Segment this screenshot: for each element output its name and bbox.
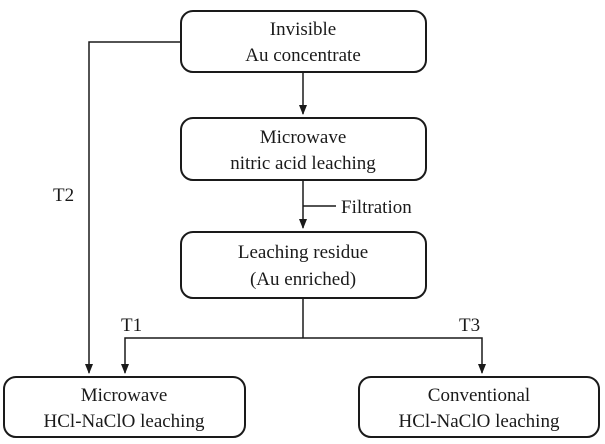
arrow-t2-path [85,41,181,374]
node-conventional-hcl-leaching: Conventional HCl-NaClO leaching [358,376,600,438]
label-t3: T3 [459,315,480,336]
arrow-t1-path [121,337,303,374]
node-nitric-leaching: Microwave nitric acid leaching [180,117,427,181]
node-residue-line1: Leaching residue [238,242,368,263]
node-conventional-line2: HCl-NaClO leaching [399,411,560,432]
node-concentrate-line2: Au concentrate [245,45,361,66]
node-microwave-hcl-line1: Microwave [81,385,168,406]
node-concentrate: Invisible Au concentrate [180,10,427,73]
node-nitric-line1: Microwave [260,127,347,148]
label-t2: T2 [53,185,74,206]
arrow-t3-path [303,337,486,374]
label-t1: T1 [121,315,142,336]
label-filtration: Filtration [341,197,412,218]
node-concentrate-line1: Invisible [270,19,337,40]
node-leaching-residue: Leaching residue (Au enriched) [180,231,427,299]
node-microwave-hcl-line2: HCl-NaClO leaching [44,411,205,432]
node-conventional-line1: Conventional [428,385,530,406]
node-residue-line2: (Au enriched) [250,269,356,290]
node-microwave-hcl-leaching: Microwave HCl-NaClO leaching [3,376,246,438]
node-nitric-line2: nitric acid leaching [230,153,376,174]
